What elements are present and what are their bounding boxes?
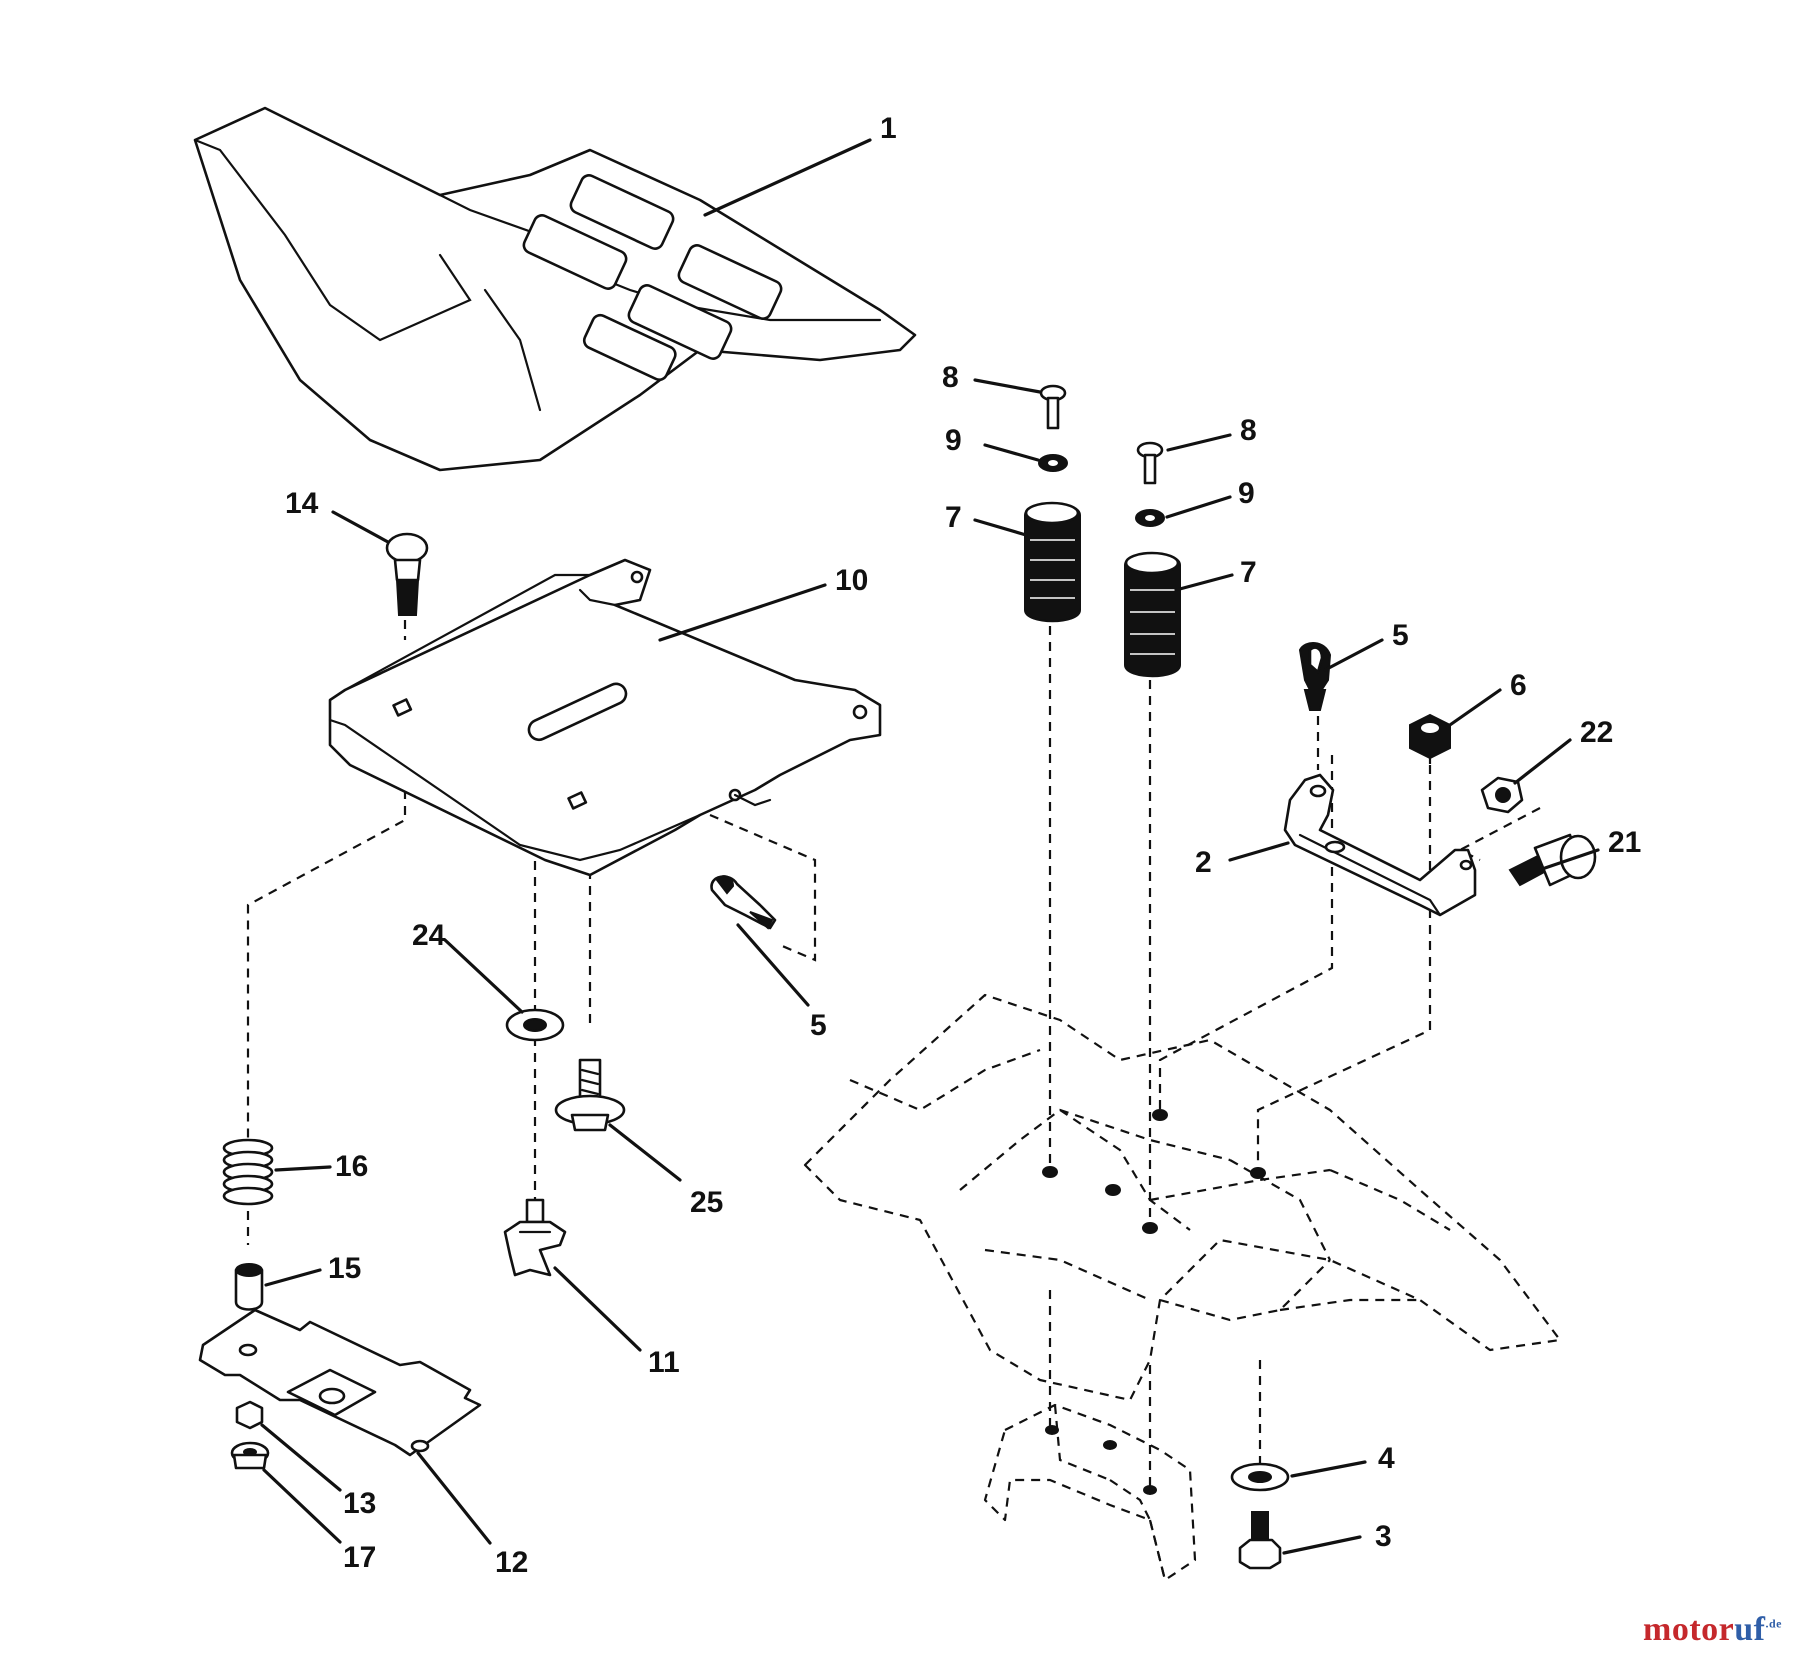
bolt-3 xyxy=(1238,1511,1282,1570)
callout-16: 16 xyxy=(335,1150,368,1183)
seat xyxy=(193,106,917,472)
bolt-8-right xyxy=(1136,441,1164,485)
callout-labels: 1 8 9 8 9 7 7 14 10 5 6 22 2 21 5 24 16 … xyxy=(285,112,1641,1579)
callout-21: 21 xyxy=(1608,826,1641,859)
frame-bracket-outline xyxy=(983,1403,1197,1582)
callout-25: 25 xyxy=(690,1186,723,1219)
washer-9-right xyxy=(1135,509,1165,527)
callout-24: 24 xyxy=(412,919,446,952)
callout-14: 14 xyxy=(285,487,319,520)
callout-7-right: 7 xyxy=(1240,556,1257,589)
seat-pan xyxy=(328,558,882,877)
callout-8-right: 8 xyxy=(1240,414,1257,447)
callout-10: 10 xyxy=(835,564,868,597)
spacer-15 xyxy=(234,1263,264,1311)
callout-12: 12 xyxy=(495,1546,528,1579)
knob-11 xyxy=(503,1198,567,1277)
callout-6: 6 xyxy=(1510,669,1527,702)
washer-9-left xyxy=(1038,454,1068,472)
callout-22: 22 xyxy=(1580,716,1613,749)
spring-7-left xyxy=(1024,501,1081,623)
clip-5-left xyxy=(710,875,777,930)
bolt-8-left xyxy=(1039,384,1067,430)
callout-11: 11 xyxy=(648,1346,680,1379)
clip-5-right xyxy=(1298,642,1332,711)
carriage-bolt-14 xyxy=(385,532,429,616)
callout-2: 2 xyxy=(1195,846,1212,879)
watermark-brand-a: motor xyxy=(1643,1611,1735,1648)
callout-9-left: 9 xyxy=(945,424,962,457)
callout-1: 1 xyxy=(880,112,897,145)
callout-17: 17 xyxy=(343,1541,376,1574)
callout-5-left: 5 xyxy=(810,1009,827,1042)
callout-9-right: 9 xyxy=(1238,477,1255,510)
callout-7-left: 7 xyxy=(945,501,962,534)
spring-7-right xyxy=(1124,551,1181,678)
callout-4: 4 xyxy=(1378,1442,1395,1475)
nut-13 xyxy=(235,1400,264,1430)
shoulder-bolt-21 xyxy=(1508,833,1597,887)
washer-4 xyxy=(1230,1462,1290,1492)
spring-16 xyxy=(222,1138,274,1206)
callout-5-right: 5 xyxy=(1392,619,1409,652)
frame-holes xyxy=(1042,1109,1266,1495)
leader-lines xyxy=(260,138,1600,1555)
watermark-tld: .de xyxy=(1765,1616,1782,1631)
nut-22 xyxy=(1480,776,1524,814)
watermark-brand-b: uf xyxy=(1734,1611,1766,1648)
callout-13: 13 xyxy=(343,1487,376,1520)
callout-15: 15 xyxy=(328,1252,361,1285)
callout-8-left: 8 xyxy=(942,361,959,394)
nut-6 xyxy=(1409,713,1451,760)
washer-24 xyxy=(505,1008,565,1042)
bracket-2 xyxy=(1283,773,1477,917)
tractor-fender-outline xyxy=(803,993,1562,1402)
nut-17 xyxy=(230,1441,270,1470)
callout-3: 3 xyxy=(1375,1520,1392,1553)
slide-plate-12 xyxy=(198,1308,482,1457)
flange-bolt-25 xyxy=(554,1058,626,1132)
motoruf-watermark: motoruf.de xyxy=(1643,1611,1782,1649)
